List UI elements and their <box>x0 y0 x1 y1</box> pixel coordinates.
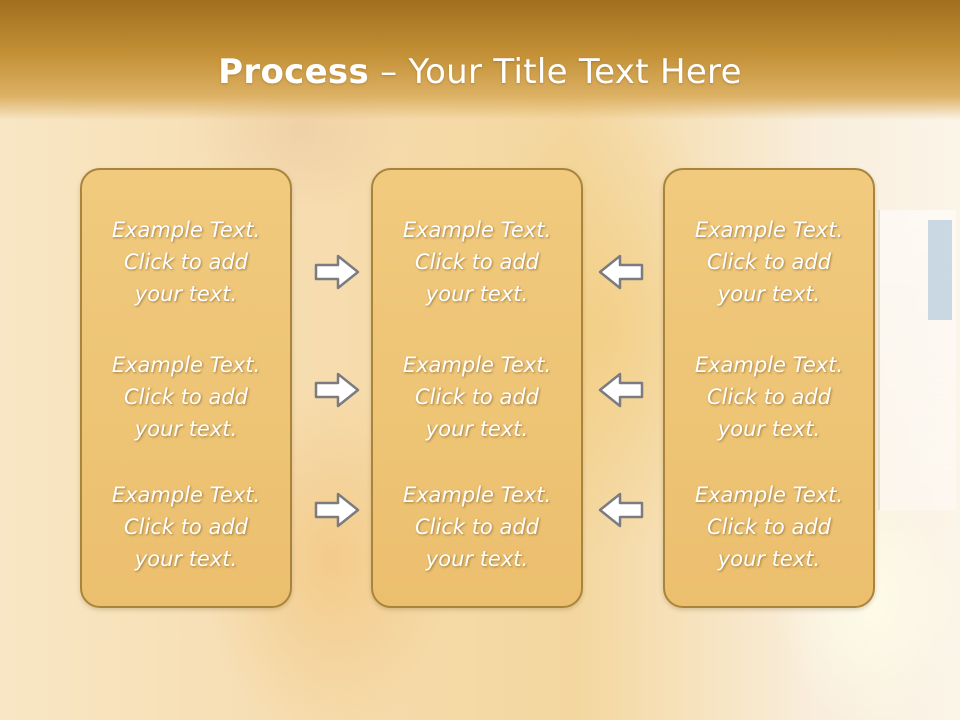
text-line: Click to add <box>706 385 831 409</box>
text-line: Click to add <box>706 250 831 274</box>
panel-text-block[interactable]: Example Text. Click to add your text. <box>665 349 873 445</box>
text-line: Click to add <box>414 250 539 274</box>
panel-text-block[interactable]: Example Text. Click to add your text. <box>373 479 581 575</box>
text-line: your text. <box>717 547 821 571</box>
text-line: Example Text. <box>694 483 844 507</box>
arrow-left-icon[interactable] <box>596 370 646 410</box>
text-line: Click to add <box>123 385 248 409</box>
process-panel-center[interactable]: Example Text. Click to add your text. Exam… <box>371 168 583 608</box>
arrow-left-icon[interactable] <box>596 490 646 530</box>
text-line: your text. <box>425 547 529 571</box>
panel-text-block[interactable]: Example Text. Click to add your text. <box>665 214 873 310</box>
text-line: Example Text. <box>111 218 261 242</box>
text-line: Click to add <box>414 515 539 539</box>
title-dash: – <box>369 52 409 92</box>
panel-text-block[interactable]: Example Text. Click to add your text. <box>373 214 581 310</box>
text-line: Example Text. <box>111 353 261 377</box>
text-line: your text. <box>425 282 529 306</box>
text-line: Example Text. <box>694 218 844 242</box>
panel-text-block[interactable]: Example Text. Click to add your text. <box>82 214 290 310</box>
text-line: Click to add <box>123 515 248 539</box>
panel-text-block[interactable]: Example Text. Click to add your text. <box>373 349 581 445</box>
text-line: Example Text. <box>111 483 261 507</box>
arrow-left-icon[interactable] <box>596 252 646 292</box>
text-line: your text. <box>425 417 529 441</box>
text-line: Click to add <box>414 385 539 409</box>
arrow-right-icon[interactable] <box>312 370 362 410</box>
title-banner <box>0 0 960 120</box>
arrow-right-icon[interactable] <box>312 252 362 292</box>
panel-text-block[interactable]: Example Text. Click to add your text. <box>82 349 290 445</box>
arrow-right-icon[interactable] <box>312 490 362 530</box>
text-line: your text. <box>717 282 821 306</box>
title-bold: Process <box>218 52 370 92</box>
text-line: Example Text. <box>402 483 552 507</box>
text-line: Example Text. <box>402 353 552 377</box>
text-line: your text. <box>134 547 238 571</box>
text-line: Click to add <box>123 250 248 274</box>
text-line: your text. <box>717 417 821 441</box>
background-binder <box>928 220 952 320</box>
text-line: Example Text. <box>694 353 844 377</box>
panel-text-block[interactable]: Example Text. Click to add your text. <box>82 479 290 575</box>
panel-text-block[interactable]: Example Text. Click to add your text. <box>665 479 873 575</box>
text-line: your text. <box>134 282 238 306</box>
text-line: Click to add <box>706 515 831 539</box>
text-line: your text. <box>134 417 238 441</box>
slide-title[interactable]: Process – Your Title Text Here <box>0 52 960 92</box>
text-line: Example Text. <box>402 218 552 242</box>
process-panel-right[interactable]: Example Text. Click to add your text. Exam… <box>663 168 875 608</box>
process-panel-left[interactable]: Example Text. Click to add your text. Exam… <box>80 168 292 608</box>
title-rest: Your Title Text Here <box>408 52 742 92</box>
